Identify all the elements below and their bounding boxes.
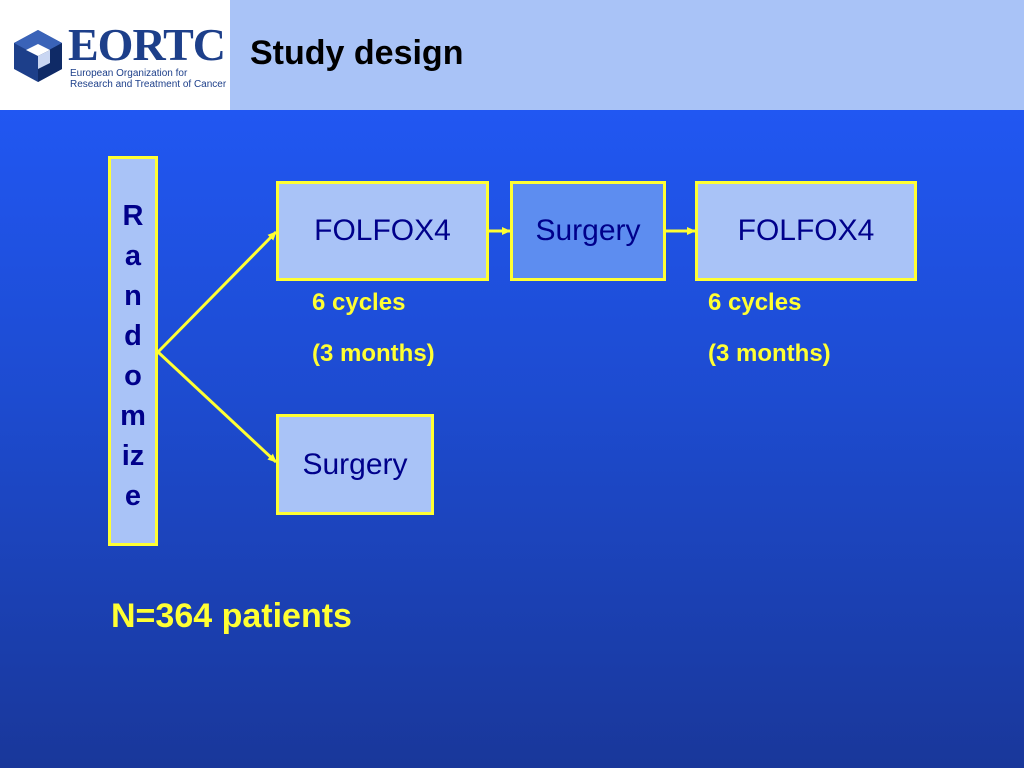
eortc-cube-icon	[14, 30, 62, 82]
arm1-folfox4-box: FOLFOX4	[276, 181, 489, 281]
randomize-letter: m	[120, 400, 146, 432]
arrow-to-folfox	[156, 230, 278, 354]
arm1-surgery-label: Surgery	[535, 214, 641, 247]
randomize-letter: R	[122, 200, 144, 232]
randomize-letter: e	[124, 480, 142, 512]
header-bar: EORTC European Organization for Research…	[0, 0, 1024, 110]
logo-wordmark: EORTC	[68, 19, 226, 70]
arrow-to-surgery-arm2	[156, 350, 278, 464]
page-title: Study design	[250, 34, 464, 72]
arm1-folfox4-post-box: FOLFOX4	[695, 181, 917, 281]
post-op-cycles-note: 6 cycles	[708, 289, 802, 316]
randomize-box: R a n d o m iz e	[108, 156, 158, 546]
arm1-folfox4-label: FOLFOX4	[314, 214, 451, 247]
arm1-folfox4-post-label: FOLFOX4	[737, 214, 875, 247]
randomize-letter: o	[124, 360, 142, 392]
arm2-surgery-label: Surgery	[302, 447, 408, 481]
randomize-letter: iz	[121, 440, 145, 472]
logo: EORTC European Organization for Research…	[0, 0, 230, 110]
arm2-surgery-box: Surgery	[276, 414, 434, 515]
pre-op-duration-note: (3 months)	[312, 340, 435, 367]
arm1-surgery-box: Surgery	[510, 181, 666, 281]
randomize-letter: d	[124, 320, 142, 352]
post-op-duration-note: (3 months)	[708, 340, 831, 367]
pre-op-cycles-note: 6 cycles	[312, 289, 406, 316]
randomize-letter: a	[124, 240, 142, 272]
randomize-letter: n	[124, 280, 142, 312]
sample-size: N=364 patients	[111, 597, 352, 635]
logo-subtitle: European Organization for Research and T…	[70, 68, 227, 90]
